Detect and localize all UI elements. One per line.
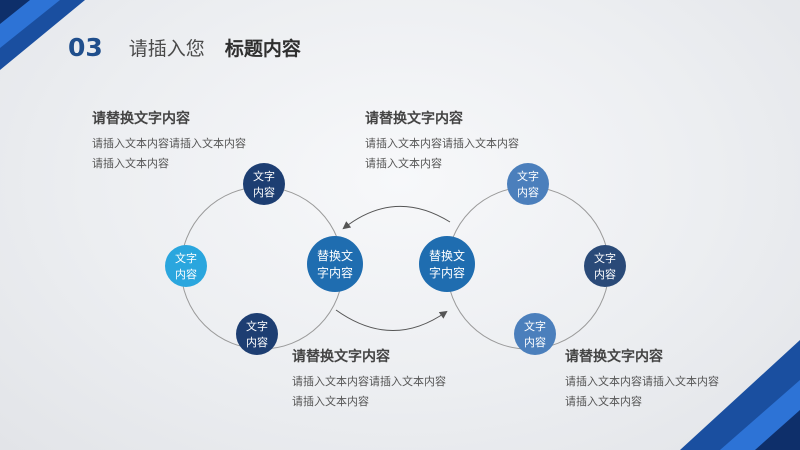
svg-text:文字: 文字: [246, 319, 268, 333]
arrow-top: [342, 206, 451, 230]
corner-decoration-top-left: [0, 0, 85, 70]
node-left-bottom: 文字 内容: [236, 313, 278, 355]
hub-right: 替换文 字内容: [419, 236, 475, 292]
block-title: 请替换文字内容: [292, 349, 390, 365]
svg-text:内容: 内容: [175, 267, 197, 281]
block-body: 请插入文本内容请插入文本内容请插入文本内容: [365, 137, 519, 170]
hub-label-line1: 替换文: [429, 248, 465, 263]
text-block-bottom-left: 请替换文字内容 请插入文本内容请插入文本内容请插入文本内容: [292, 346, 482, 412]
block-title: 请替换文字内容: [92, 111, 190, 127]
svg-text:文字: 文字: [524, 319, 546, 333]
header: 03 请插入您 标题内容: [68, 30, 301, 64]
svg-text:内容: 内容: [246, 335, 268, 349]
page-title: 标题内容: [224, 37, 301, 60]
section-number: 03: [68, 32, 103, 62]
block-title: 请替换文字内容: [565, 349, 663, 365]
svg-text:内容: 内容: [524, 335, 546, 349]
block-body: 请插入文本内容请插入文本内容请插入文本内容: [92, 137, 246, 170]
svg-text:内容: 内容: [253, 185, 275, 199]
block-body: 请插入文本内容请插入文本内容请插入文本内容: [565, 375, 719, 408]
text-block-top-left: 请替换文字内容 请插入文本内容请插入文本内容请插入文本内容: [92, 108, 282, 174]
text-block-top-right: 请替换文字内容 请插入文本内容请插入文本内容请插入文本内容: [365, 108, 555, 174]
node-right-bottom: 文字 内容: [514, 313, 556, 355]
node-right-top: 文字 内容: [507, 163, 549, 205]
block-body: 请插入文本内容请插入文本内容请插入文本内容: [292, 375, 446, 408]
node-left-middle: 文字 内容: [165, 245, 207, 287]
svg-text:文字: 文字: [517, 169, 539, 183]
corner-decoration-bottom-right: [680, 340, 800, 450]
text-block-bottom-right: 请替换文字内容 请插入文本内容请插入文本内容请插入文本内容: [565, 346, 755, 412]
hub-label-line2: 字内容: [429, 265, 465, 280]
svg-text:文字: 文字: [175, 251, 197, 265]
hub-label-line2: 字内容: [317, 265, 353, 280]
node-right-middle: 文字 内容: [584, 245, 626, 287]
node-left-top: 文字 内容: [243, 163, 285, 205]
svg-text:内容: 内容: [517, 185, 539, 199]
arrow-bottom: [335, 309, 448, 331]
svg-text:文字: 文字: [253, 169, 275, 183]
svg-text:内容: 内容: [594, 267, 616, 281]
svg-text:文字: 文字: [594, 251, 616, 265]
hub-left: 替换文 字内容: [307, 236, 363, 292]
header-subtitle: 请插入您: [128, 37, 205, 60]
hub-label-line1: 替换文: [317, 248, 353, 263]
block-title: 请替换文字内容: [365, 111, 463, 127]
